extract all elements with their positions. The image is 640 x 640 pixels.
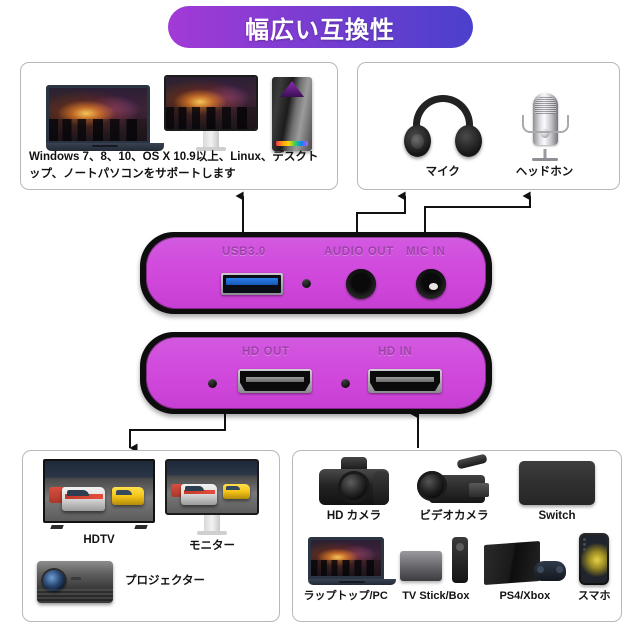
usb-a-port[interactable] xyxy=(221,273,283,295)
hd-out-label: HD OUT xyxy=(242,346,290,358)
hd-in-led xyxy=(341,379,350,388)
tv-icon xyxy=(43,459,155,529)
ps4-xbox-label: PS4/Xbox xyxy=(499,589,551,602)
hdmi-out-port[interactable] xyxy=(238,369,312,393)
monitor-label: モニター xyxy=(189,540,235,552)
computers-panel: Windows 7、8、10、OS X 10.9以上、Linux、デスクトップ、… xyxy=(20,62,338,190)
headphones-item: マイク xyxy=(403,95,482,181)
microphone-icon xyxy=(517,91,573,162)
support-text: Windows 7、8、10、OS X 10.9以上、Linux、デスクトップ、… xyxy=(29,150,319,180)
hd-camera-label: HD カメラ xyxy=(326,510,382,522)
video-camera-label: ビデオカメラ xyxy=(419,510,489,522)
camcorder-icon xyxy=(415,453,493,505)
microphone-label: ヘッドホン xyxy=(515,166,574,179)
hd-camera-item: HD カメラ xyxy=(319,457,389,525)
headphones-label: マイク xyxy=(425,166,460,179)
monitor-item: モニター xyxy=(165,459,259,555)
laptop-pc-label: ラップトップ/PC xyxy=(303,589,388,602)
audio-out-label: AUDIO OUT xyxy=(324,246,394,258)
playstation-icon xyxy=(483,537,566,585)
title-bar: 幅広い互換性 xyxy=(0,6,640,48)
pc-tower-item xyxy=(272,77,312,151)
mic-in-jack[interactable] xyxy=(416,269,446,299)
audio-out-jack[interactable] xyxy=(346,269,376,299)
monitor-icon xyxy=(164,75,258,151)
projector-icon xyxy=(37,560,113,603)
game-console-icon xyxy=(519,461,595,505)
microphone-item: ヘッドホン xyxy=(515,91,574,181)
monitor-icon xyxy=(165,459,259,535)
smartphone-item: スマホ xyxy=(577,532,611,604)
status-led xyxy=(302,279,311,288)
switch-item: Switch xyxy=(519,461,595,525)
audio-panel: マイク ヘッドホン xyxy=(357,62,620,190)
dslr-camera-icon xyxy=(319,457,389,505)
projector-label: プロジェクター xyxy=(125,574,206,587)
hdmi-in-port[interactable] xyxy=(368,369,442,393)
pc-tower-icon xyxy=(272,77,312,151)
tv-stick-label: TV Stick/Box xyxy=(402,589,470,602)
laptop-pc-item: ラップトップ/PC xyxy=(303,536,396,604)
video-camera-item: ビデオカメラ xyxy=(415,453,493,525)
smartphone-icon xyxy=(579,532,610,585)
laptop-icon xyxy=(307,536,396,585)
usb-port-label: USB3.0 xyxy=(222,246,266,258)
capture-card-front[interactable]: USB3.0 AUDIO OUT MIC IN xyxy=(140,232,492,314)
switch-label: Switch xyxy=(538,510,576,522)
laptop-icon xyxy=(46,85,164,151)
hd-out-led xyxy=(208,379,217,388)
tv-stick-item: TV Stick/Box xyxy=(399,536,472,604)
headphones-icon xyxy=(403,95,482,161)
mic-in-label: MIC IN xyxy=(406,246,446,258)
laptop-item xyxy=(46,85,164,151)
hd-in-label: HD IN xyxy=(378,346,413,358)
tv-box-icon xyxy=(399,536,472,585)
hdtv-item: HDTV xyxy=(43,459,155,549)
smartphone-label: スマホ xyxy=(577,589,611,602)
page-title: 幅広い互換性 xyxy=(167,6,473,48)
ps4-xbox-item: PS4/Xbox xyxy=(483,537,566,604)
sources-panel: HD カメラ ビデオカメラ Switch xyxy=(292,450,622,622)
capture-card-rear[interactable]: HD OUT HD IN xyxy=(140,332,492,414)
monitor-item xyxy=(164,75,258,151)
displays-panel: HDTV モニター xyxy=(22,450,280,622)
hdtv-label: HDTV xyxy=(83,534,115,546)
